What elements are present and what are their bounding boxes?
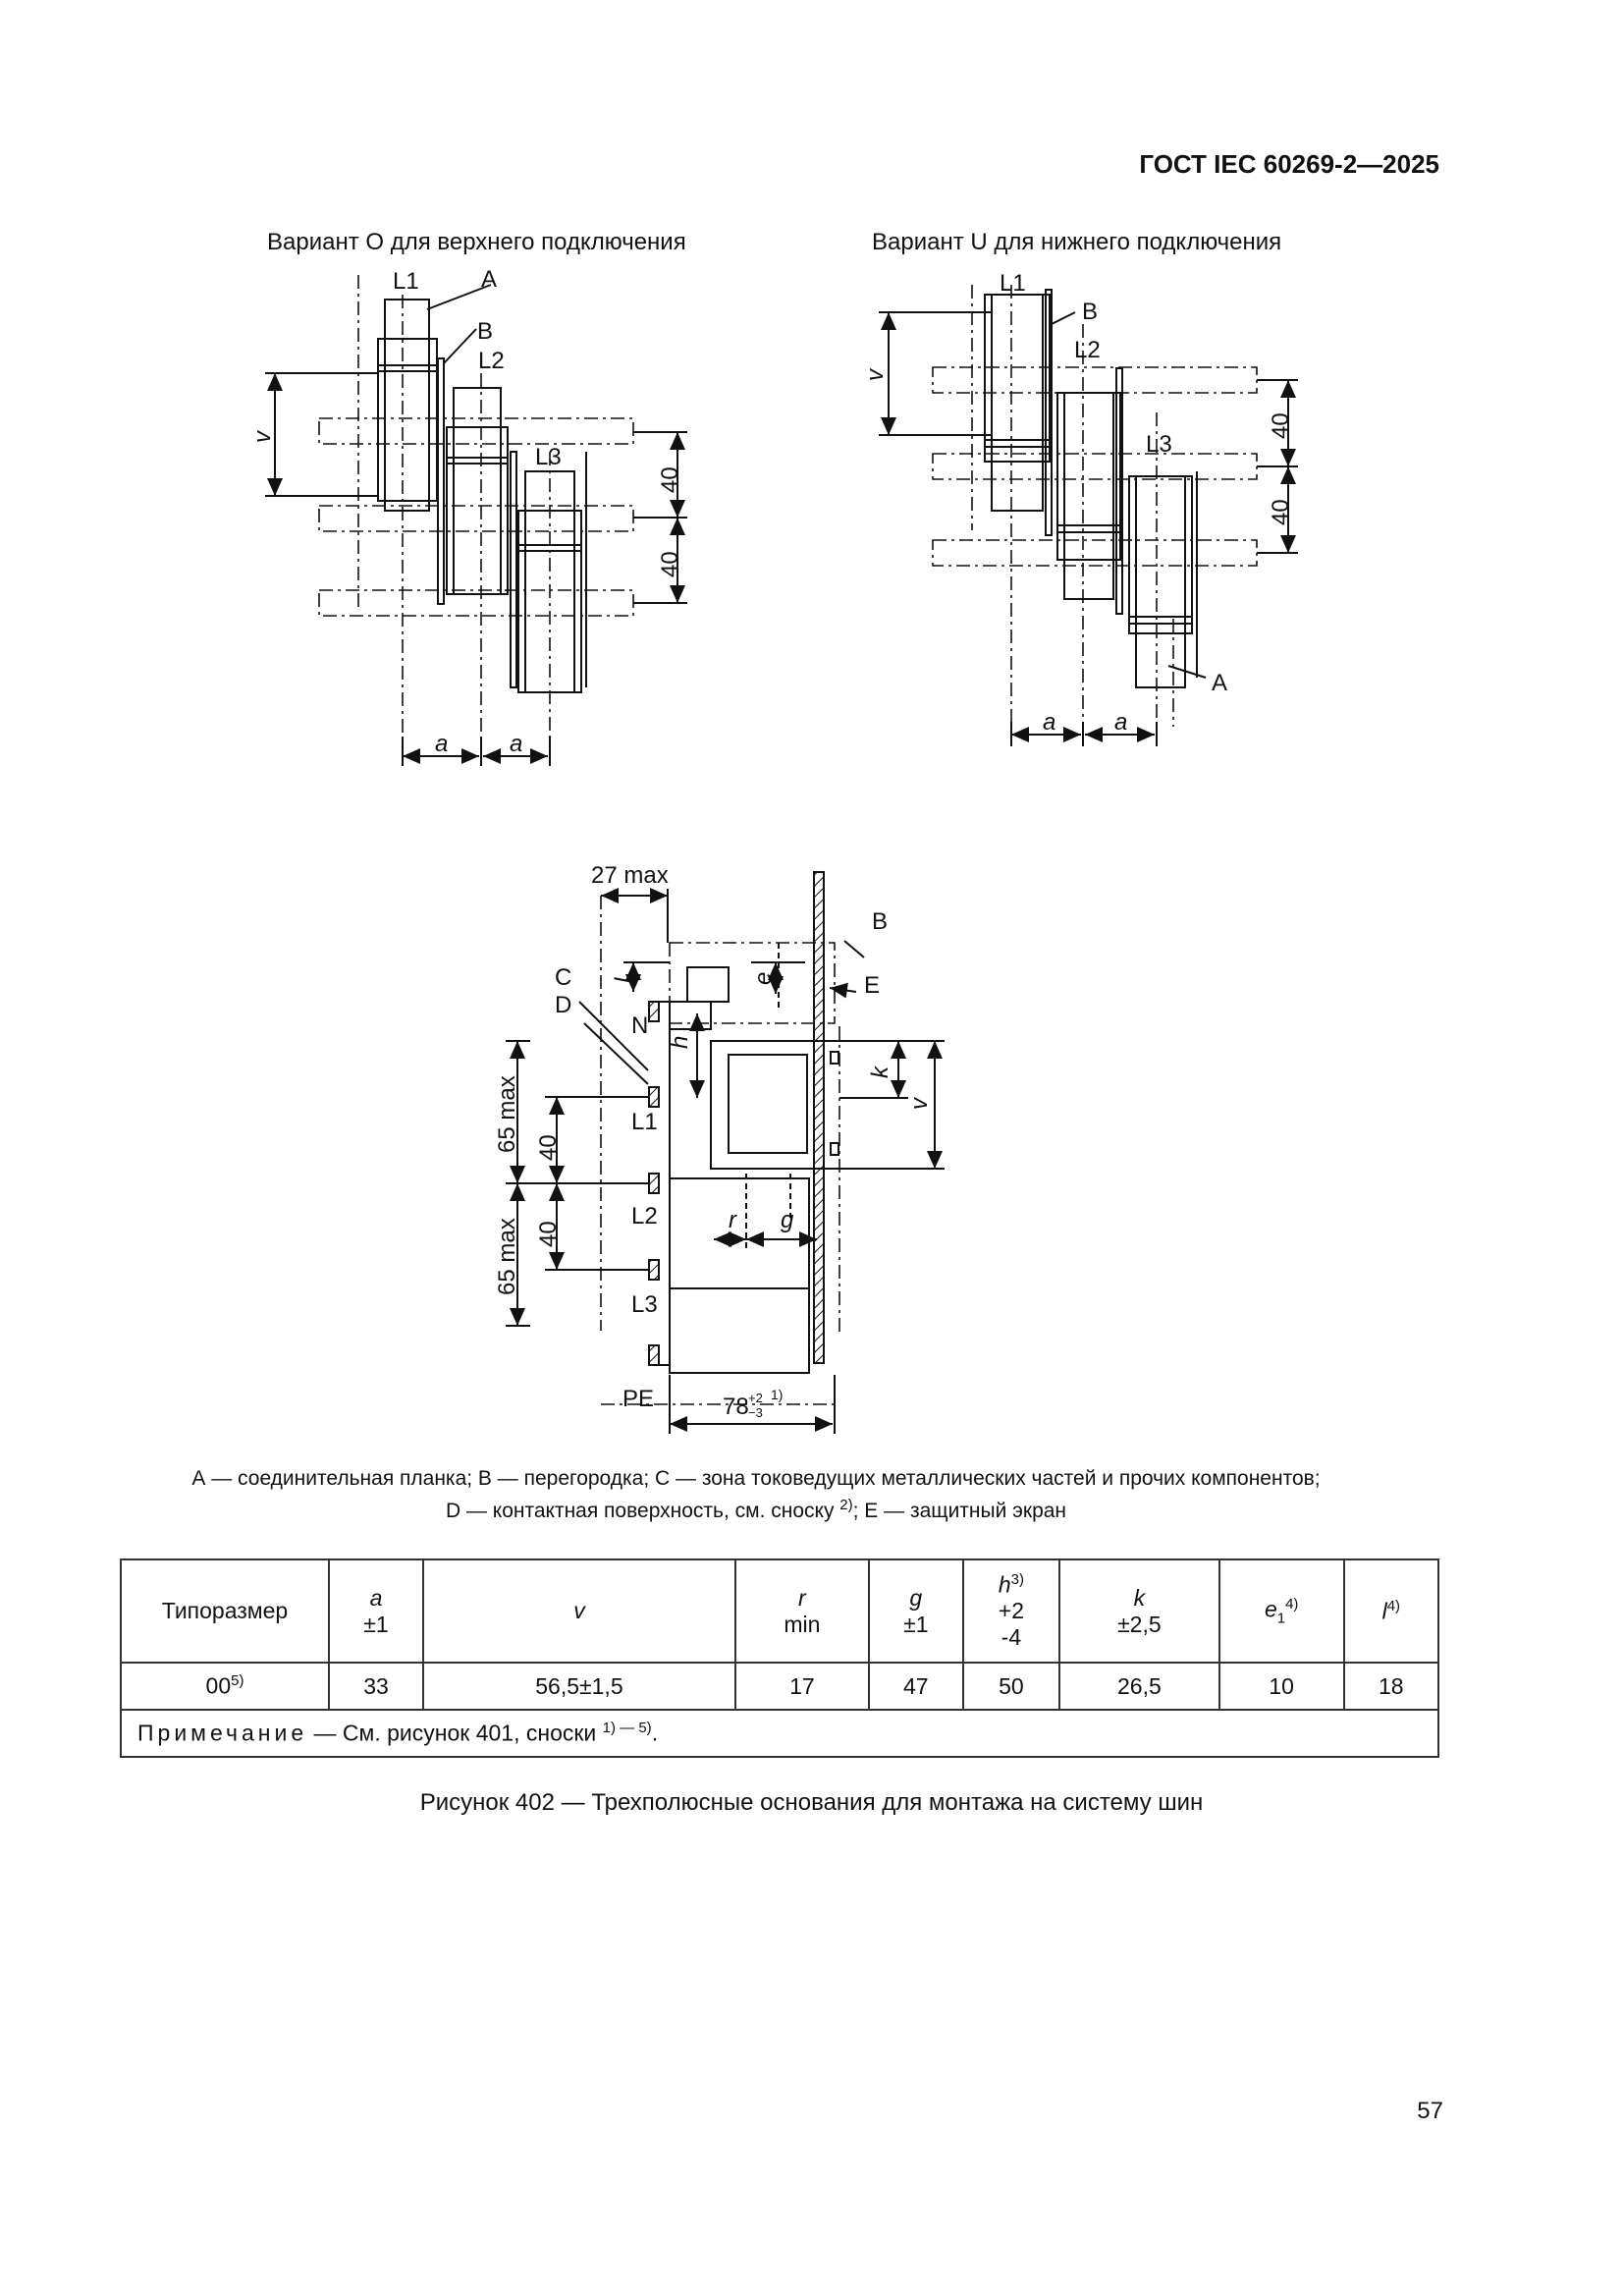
label-b: B [872, 908, 888, 935]
variant-o-labels: L1 A B L2 L3 v 40 40 a a [249, 266, 683, 757]
label-a: A [481, 266, 497, 293]
label-v: v [862, 367, 889, 381]
label-l3: L3 [1146, 431, 1172, 458]
label-n: N [631, 1012, 648, 1039]
cell-v: 56,5±1,5 [421, 1662, 736, 1711]
dim-65-max: 65 max [494, 1218, 520, 1295]
table-row: 005) 33 56,5±1,5 17 47 50 26,5 10 18 [120, 1662, 1440, 1711]
label-v-dim: v [906, 1096, 933, 1110]
label-r-dim: r [729, 1207, 737, 1233]
label-b: B [477, 318, 493, 345]
legend-line-2: D — контактная поверхность, см. сноску 2… [118, 1492, 1394, 1524]
label-l1: L1 [393, 268, 419, 295]
label-l1: L1 [631, 1109, 658, 1135]
variant-u-title: Вариант U для нижнего подключения [872, 229, 1282, 255]
header-k: k±2,5 [1058, 1558, 1220, 1664]
dim-40: 40 [1268, 499, 1294, 525]
header-v: v [421, 1558, 736, 1664]
figure-caption: Рисунок 402 — Трехполюсные основания для… [419, 1789, 1204, 1816]
document-header: ГОСТ IEC 60269-2—2025 [1139, 149, 1439, 179]
dim-78-footnote: 1) [771, 1387, 783, 1402]
label-l2: L2 [1074, 337, 1101, 363]
label-l-dim: l [611, 977, 637, 983]
label-a-dim: a [1043, 709, 1055, 736]
header-size: Типоразмер [120, 1558, 330, 1664]
side-view-drawing [506, 871, 945, 1434]
label-a-dim: a [435, 731, 448, 757]
variant-u-labels: L1 B L2 L3 A v 40 40 a a [862, 270, 1294, 736]
dim-65-max: 65 max [494, 1075, 520, 1153]
dim-40: 40 [1268, 412, 1294, 439]
label-v: v [249, 429, 276, 443]
label-e-dim: e [750, 972, 777, 985]
header-a: a±1 [328, 1558, 424, 1664]
label-pe: PE [622, 1386, 654, 1412]
dim-40: 40 [535, 1134, 562, 1161]
variant-o-drawing [265, 275, 687, 766]
side-view-labels: 27 max B E C D N L1 L2 L3 PE l e h k v r… [494, 862, 933, 1420]
header-e1: e14) [1217, 1558, 1345, 1664]
dim-40: 40 [657, 466, 683, 493]
label-a-dim: a [510, 731, 522, 757]
variant-o-title: Вариант O для верхнего подключения [267, 229, 686, 255]
dim-78-tol-down: −3 [748, 1405, 763, 1420]
label-h-dim: h [667, 1036, 693, 1049]
label-c: C [555, 964, 571, 991]
label-l3: L3 [535, 444, 562, 470]
cell-e1: 10 [1217, 1662, 1345, 1711]
label-l2: L2 [478, 348, 505, 374]
table-note-row: Примечание — См. рисунок 401, сноски 1) … [120, 1709, 1439, 1758]
header-g: g±1 [867, 1558, 964, 1664]
label-l3: L3 [631, 1291, 658, 1318]
dim-78-tol-up: +2 [748, 1391, 763, 1405]
cell-r: 17 [733, 1662, 870, 1711]
label-e: E [864, 972, 880, 999]
legend-text: ; Е — защитный экран [852, 1500, 1067, 1522]
header-l: l4) [1342, 1558, 1440, 1664]
label-k-dim: k [867, 1065, 893, 1078]
label-a-dim: a [1114, 709, 1127, 736]
label-g-dim: g [781, 1207, 794, 1233]
label-a: A [1212, 670, 1227, 696]
cell-k: 26,5 [1058, 1662, 1220, 1711]
technical-drawings: L1 A B L2 L3 v 40 40 a a [249, 266, 1298, 1434]
legend-line-1: А — соединительная планка; В — перегород… [191, 1467, 1321, 1490]
dim-27-max: 27 max [591, 862, 669, 889]
label-d: D [555, 992, 571, 1018]
cell-h: 50 [961, 1662, 1061, 1711]
dim-78: 78 [723, 1394, 749, 1420]
dim-40: 40 [535, 1221, 562, 1247]
variant-u-drawing [879, 285, 1298, 746]
dim-40: 40 [657, 551, 683, 577]
cell-l: 18 [1342, 1662, 1440, 1711]
label-b: B [1082, 299, 1098, 325]
header-h: h3)+2-4 [961, 1558, 1061, 1664]
table-note: Примечание — См. рисунок 401, сноски 1) … [120, 1709, 1439, 1758]
legend-footnote: 2) [839, 1497, 853, 1513]
cell-a: 33 [328, 1662, 424, 1711]
label-l2: L2 [631, 1203, 658, 1230]
cell-g: 47 [867, 1662, 964, 1711]
cell-size: 005) [120, 1662, 330, 1711]
page-number: 57 [1417, 2098, 1443, 2124]
label-l1: L1 [1000, 270, 1026, 297]
legend-text: D — контактная поверхность, см. сноску [445, 1500, 840, 1522]
